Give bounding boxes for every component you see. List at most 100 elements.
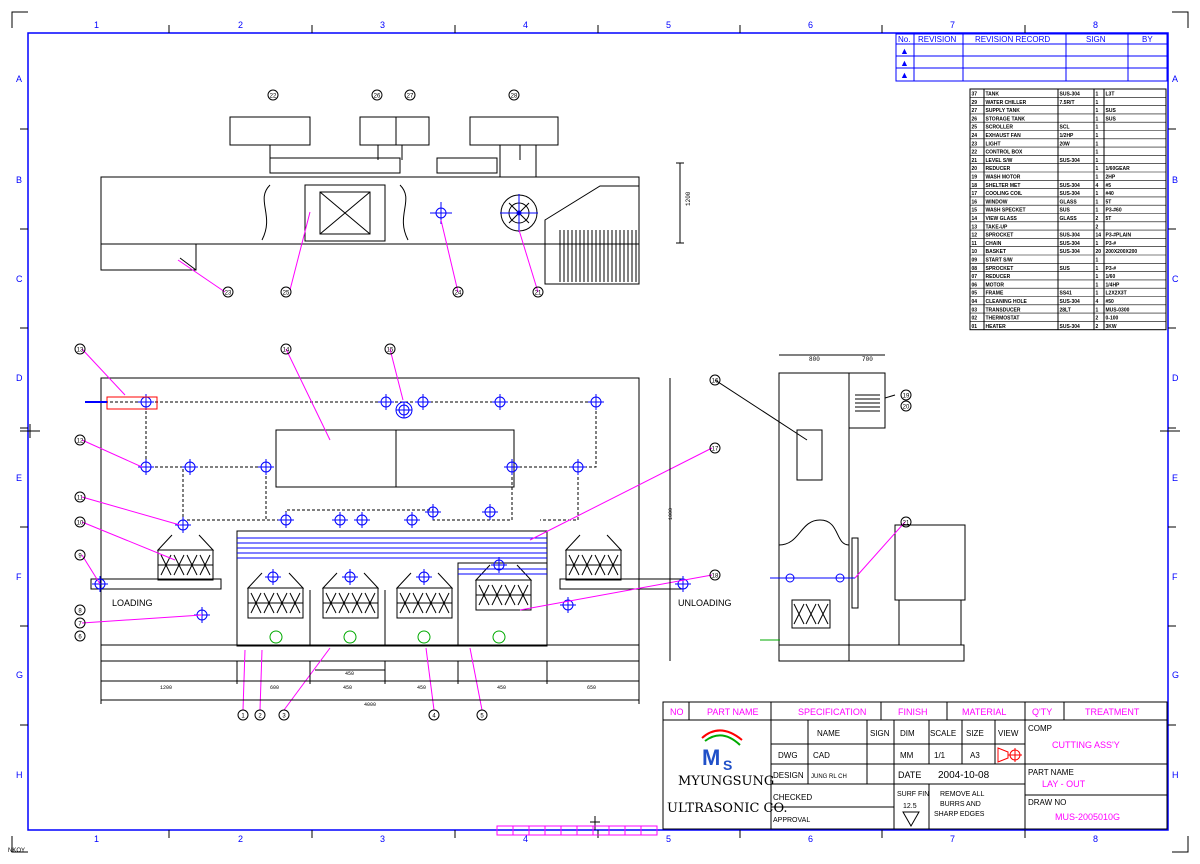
tb-name-lbl: NAME (817, 729, 840, 738)
grid-row-label: H (1172, 770, 1179, 780)
parts-cell: 1 (1096, 258, 1099, 264)
grid-row-label: E (16, 473, 22, 483)
parts-cell: 3KW (1106, 324, 1117, 330)
parts-cell: CONTROL BOX (986, 150, 1024, 156)
parts-cell: LIGHT (986, 141, 1001, 147)
control-box-top (229, 116, 311, 146)
grid-row-label: C (16, 274, 23, 284)
parts-cell: P3-# (1106, 241, 1117, 247)
parts-cell: 29 (972, 100, 978, 106)
parts-cell: SHELTER MET (986, 183, 1021, 189)
tb-col-partname: PART NAME (707, 707, 759, 717)
top-view (100, 116, 684, 285)
tb-drawno-lbl: DRAW NO (1028, 798, 1066, 807)
top-view-balloon: 27 (407, 94, 414, 100)
side-view-balloon: 20 (903, 405, 910, 411)
grid-row-label: A (1172, 74, 1178, 84)
tb-col-no: NO (670, 707, 684, 717)
parts-cell: 1/60 (1106, 274, 1116, 280)
side-view-balloon: 19 (903, 394, 910, 400)
front-view-balloon: 7 (78, 622, 82, 628)
parts-cell: CHAIN (986, 241, 1002, 247)
parts-cell: SUS-304 (1060, 324, 1081, 330)
parts-cell: 1 (1096, 92, 1099, 98)
front-dim-text: 600 (270, 685, 279, 691)
company-name-1: MYUNGSUNG (678, 774, 774, 789)
front-dim-text: 450 (343, 685, 352, 691)
parts-cell: 1 (1096, 141, 1099, 147)
parts-cell: SUS-304 (1060, 183, 1081, 189)
parts-cell: 1 (1096, 282, 1099, 288)
parts-cell: SCL (1060, 125, 1070, 131)
front-view-balloon: 17 (712, 447, 719, 453)
parts-cell: START S/W (986, 258, 1013, 264)
grid-row-label: G (16, 670, 23, 680)
parts-cell: 20 (972, 166, 978, 172)
parts-cell: P3-#PLAIN (1106, 233, 1132, 239)
side-view-balloon: 16 (712, 379, 719, 385)
front-view-balloon: 3 (282, 714, 286, 720)
svg-text:S: S (723, 757, 732, 773)
tb-partname-lbl: PART NAME (1028, 768, 1074, 777)
tb-dwg-val: CAD (813, 751, 830, 760)
tb-partname-val: LAY - OUT (1042, 779, 1086, 789)
grid-ticks (20, 25, 1176, 838)
parts-cell: 27 (972, 108, 978, 114)
parts-cell: 23 (972, 141, 978, 147)
parts-cell: 28LT (1060, 307, 1071, 313)
svg-text:M: M (702, 745, 720, 770)
parts-cell: L2X2X3T (1106, 291, 1127, 297)
parts-cell: 1 (1096, 108, 1099, 114)
tb-surf-lbl: SURF FIN (897, 791, 929, 798)
parts-cell: 25 (972, 125, 978, 131)
top-view-balloon: 23 (225, 291, 232, 297)
storage-tank-top (359, 116, 397, 146)
front-dim-text: 450 (417, 685, 426, 691)
parts-cell: 4 (1096, 299, 1099, 305)
front-view-balloon: 18 (712, 574, 719, 580)
front-view-balloon: 4 (432, 714, 436, 720)
parts-cell: 21 (972, 158, 978, 164)
tb-view-lbl: VIEW (998, 729, 1019, 738)
parts-cell: MOTOR (986, 282, 1005, 288)
grid-col-label: 8 (1093, 20, 1098, 30)
parts-cell: BASKET (986, 249, 1007, 255)
tb-sign-lbl: SIGN (870, 729, 890, 738)
front-view-balloon: 2 (258, 714, 262, 720)
parts-cell: 1 (1096, 291, 1099, 297)
parts-cell: WASH SPECKET (986, 208, 1026, 214)
parts-cell: 5T (1106, 216, 1112, 222)
parts-cell: GLASS (1060, 199, 1078, 205)
parts-cell: 2 (1096, 316, 1099, 322)
parts-cell: THERMOSTAT (986, 316, 1020, 322)
rev-mark-1: ▲ (900, 46, 909, 56)
tb-comp-val: CUTTING ASS'Y (1052, 740, 1120, 750)
conveyor-lines (237, 537, 547, 575)
supply-tank-top (395, 116, 430, 146)
parts-cell: 1 (1096, 307, 1099, 313)
parts-cell: 1 (1096, 241, 1099, 247)
grid-row-label: B (1172, 175, 1178, 185)
front-dim-text: 1000 (668, 508, 674, 520)
parts-cell: 14 (1096, 233, 1102, 239)
front-view (90, 377, 831, 662)
front-view-balloon: 11 (77, 496, 84, 502)
front-dim-text: 1200 (160, 685, 172, 691)
parts-cell: 1 (1096, 125, 1099, 131)
side-dim-1: 800 (809, 356, 820, 363)
rev-mark-2: ▲ (900, 58, 909, 68)
grid-col-label: 8 (1093, 834, 1098, 844)
tb-dwg-lbl: DWG (778, 751, 798, 760)
front-dim-text: 450 (345, 671, 354, 677)
grid-col-label: 6 (808, 834, 813, 844)
parts-cell: 08 (972, 266, 978, 272)
parts-cell: 11 (972, 241, 978, 247)
parts-cell: 1 (1096, 199, 1099, 205)
parts-cell: SPROCKET (986, 233, 1014, 239)
parts-cell: 10 (972, 249, 978, 255)
grid-row-label: A (16, 74, 22, 84)
grid-col-label: 7 (950, 834, 955, 844)
grid-row-label: D (16, 373, 23, 383)
unloading-label: UNLOADING (678, 598, 732, 608)
